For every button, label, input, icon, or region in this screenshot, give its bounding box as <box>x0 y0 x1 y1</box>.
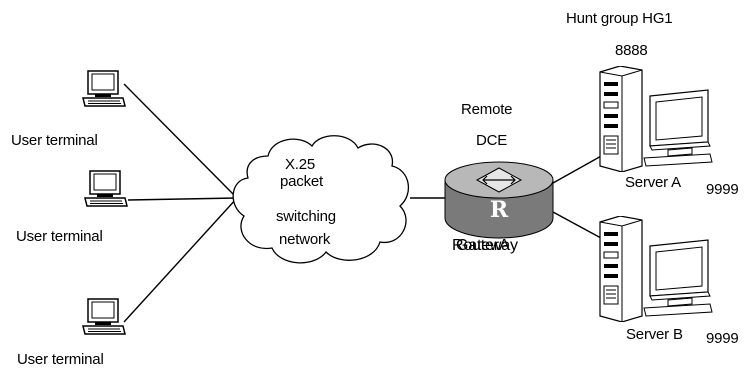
router-icon: R <box>444 161 554 239</box>
router-name: RouterA <box>452 237 510 254</box>
packet-network-cloud-icon <box>232 135 410 264</box>
server-icon <box>599 66 713 172</box>
hunt-group-title: Hunt group HG1 <box>566 10 673 27</box>
terminal-label: User terminal <box>17 351 104 368</box>
svg-text:R: R <box>490 197 509 223</box>
user-terminal-icon <box>84 170 128 207</box>
user-terminal-icon <box>82 70 126 107</box>
link-terminal-2 <box>127 197 238 201</box>
cloud-label-line-2: packet <box>280 173 323 190</box>
server-b-label: Server B <box>626 326 683 343</box>
hunt-group-number: 8888 <box>615 42 648 59</box>
cloud-label-line-4: network <box>279 231 331 248</box>
cloud-label-line-3: switching <box>276 208 336 225</box>
server-a-number: 9999 <box>706 181 739 198</box>
terminal-label: User terminal <box>11 132 98 149</box>
server-a-label: Server A <box>625 174 681 191</box>
server-b-number: 9999 <box>706 330 739 347</box>
link-terminal-3 <box>123 197 238 323</box>
cloud-label-line-1: X.25 <box>285 156 316 173</box>
link-terminal-1 <box>123 83 238 199</box>
router-top-label-1: Remote <box>461 101 513 118</box>
user-terminal-icon <box>82 298 126 335</box>
router-top-label-2: DCE <box>476 132 508 149</box>
router-alt-name: Gateway <box>456 237 518 254</box>
terminal-label: User terminal <box>16 228 103 245</box>
server-icon <box>599 216 713 322</box>
